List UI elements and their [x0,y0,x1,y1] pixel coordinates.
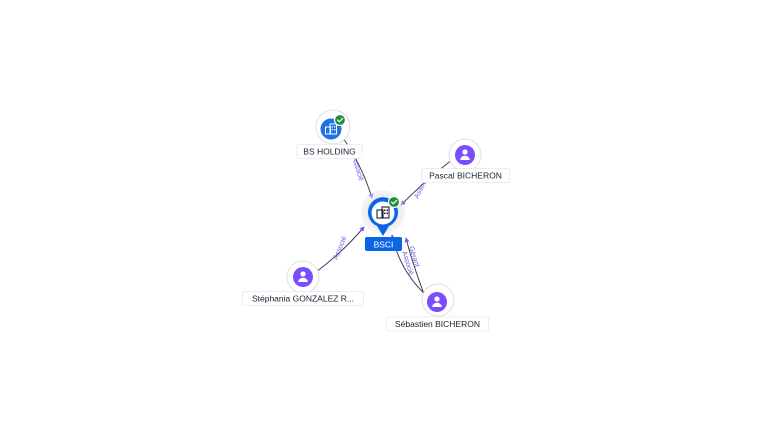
node-stephania-gonzalez[interactable]: Stéphania GONZALEZ R... [242,260,364,306]
person-icon [298,271,308,282]
node-label-box [386,316,489,332]
center-label-box [365,237,402,251]
edge-stephania-bsci[interactable] [315,226,365,273]
person-disc [293,267,313,287]
edge-bs-holding-bsci[interactable] [340,134,374,199]
edge-label-stephania: Associé [332,235,348,260]
node-label: Sébastien BICHERON [395,319,480,329]
person-icon [432,296,442,307]
verified-check-icon [333,113,347,127]
edge-sebastien-bsci-gerant[interactable] [404,237,425,295]
node-label-box [421,168,510,183]
node-label: BS HOLDING [303,147,355,157]
edge-label-bs-holding: Associé [350,156,364,182]
node-bs-holding[interactable]: BS HOLDING [296,109,363,159]
node-label-box [296,144,363,159]
person-disc [427,292,447,312]
node-pascal-bicheron[interactable]: Pascal BICHERON [421,138,510,183]
center-node-label: BSCI [374,240,394,250]
node-label: Pascal BICHERON [429,171,502,181]
node-sebastien-bicheron[interactable]: Sébastien BICHERON [386,283,489,332]
node-label: Stéphania GONZALEZ R... [252,294,354,304]
building-icon [376,206,390,219]
person-icon [460,149,470,160]
node-label-box [242,291,364,306]
verified-check-icon [387,195,401,209]
center-node-bsci[interactable]: BSCI [361,190,405,251]
building-icon [325,123,337,135]
person-disc [455,145,475,165]
